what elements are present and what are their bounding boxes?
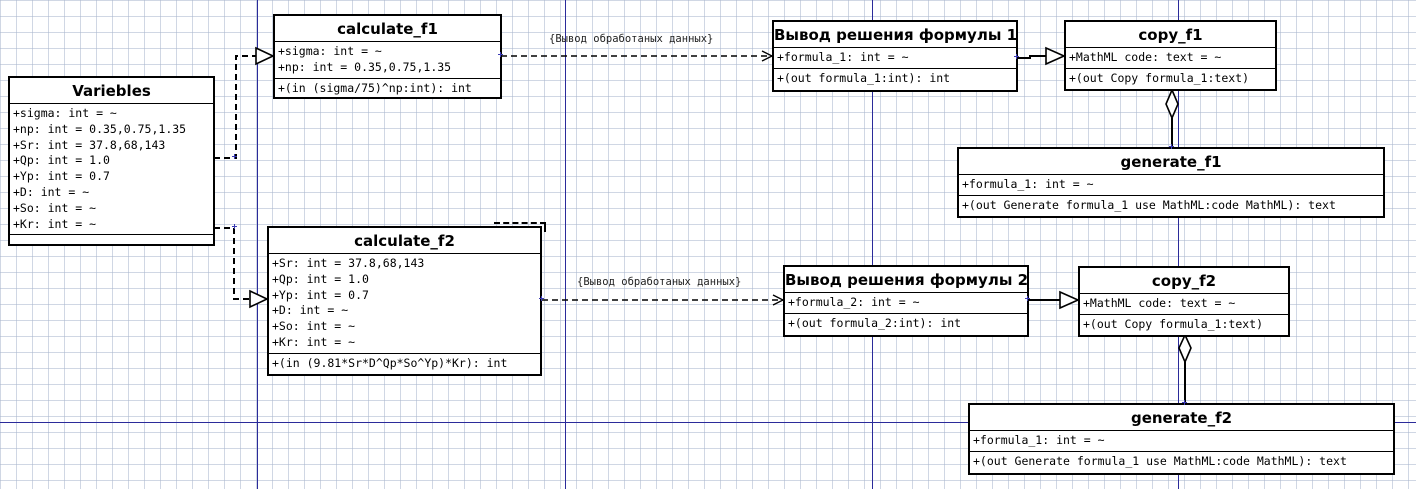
operations-section: +(out formula_2:int): int (785, 314, 1027, 334)
attributes-section: +MathML code: text = ~ (1080, 294, 1288, 315)
attributes-section: +Sr: int = 37.8,68,143 +Qp: int = 1.0 +Y… (269, 254, 540, 354)
connection-handle[interactable] (539, 296, 544, 301)
connection-handle[interactable] (1014, 54, 1019, 59)
connection-handle[interactable] (1182, 400, 1187, 405)
attributes-section: +formula_1: int = ~ (959, 175, 1383, 196)
guide-line-horizontal (0, 422, 1416, 423)
operation-row: +(out Generate formula_1 use MathML:code… (973, 453, 1347, 468)
attribute-row: +np: int = 0.35,0.75,1.35 (13, 121, 187, 136)
operations-section: +(out Copy formula_1:text) (1080, 315, 1288, 335)
realization-varibles-calculate-f1[interactable] (214, 46, 275, 159)
attributes-section: +sigma: int = ~ +np: int = 0.35,0.75,1.3… (10, 104, 213, 236)
class-name: Вывод решения формулы 2 (785, 267, 1028, 293)
class-name: calculate_f2 (269, 228, 540, 254)
class-name: Вывод решения формулы 1 (774, 22, 1017, 48)
attribute-row: +Kr: int = ~ (272, 334, 356, 349)
operation-row: +(out Generate formula_1 use MathML:code… (962, 197, 1336, 212)
operations-section (10, 235, 213, 239)
aggregation-copy-f1-generate-f1[interactable] (1165, 87, 1179, 148)
connection-handle[interactable] (1025, 296, 1030, 301)
aggregation-copy-f2-generate-f2[interactable] (1178, 333, 1192, 404)
dependency-label-f1: {Вывод обработаных данных} (549, 33, 714, 45)
guide-line-vertical (565, 0, 566, 489)
generalization-output-f1-copy-f1[interactable] (1017, 46, 1066, 66)
attribute-row: +Qp: int = 1.0 (272, 271, 369, 286)
attribute-row: +MathML code: text = ~ (1083, 296, 1236, 310)
class-name: copy_f1 (1066, 22, 1275, 48)
operation-row: +(out Copy formula_1:text) (1083, 316, 1264, 331)
class-varibles[interactable]: Varieblеs +sigma: int = ~ +np: int = 0.3… (8, 76, 215, 246)
class-output-f1[interactable]: Вывод решения формулы 1 +formula_1: int … (772, 20, 1018, 92)
attributes-section: +MathML code: text = ~ (1066, 48, 1275, 69)
attribute-row: +formula_2: int = ~ (788, 295, 920, 309)
attribute-row: +formula_1: int = ~ (777, 50, 909, 64)
attribute-row: +Sr: int = 37.8,68,143 (13, 137, 166, 152)
class-calculate-f1[interactable]: calculate_f1 +sigma: int = ~ +np: int = … (273, 14, 502, 99)
operations-section: +(out Copy formula_1:text) (1066, 69, 1275, 89)
operations-section: +(in (sigma/75)^np:int): int (275, 79, 500, 99)
attributes-section: +formula_2: int = ~ (785, 293, 1027, 314)
attributes-section: +sigma: int = ~ +np: int = 0.35,0.75,1.3… (275, 42, 500, 79)
operations-section: +(out formula_1:int): int (774, 69, 1016, 89)
connection-handle[interactable] (1169, 144, 1174, 149)
connection-handle[interactable] (232, 154, 237, 159)
attribute-row: +sigma: int = ~ (278, 44, 382, 58)
class-name: generate_f1 (959, 149, 1383, 175)
operation-row: +(out formula_1:int): int (777, 70, 951, 85)
attribute-row: +formula_1: int = ~ (962, 177, 1094, 191)
attribute-row: +formula_1: int = ~ (973, 433, 1105, 447)
class-name: calculate_f1 (275, 16, 500, 42)
dependency-label-f2: {Вывод обработаных данных} (577, 276, 742, 288)
attributes-section: +formula_1: int = ~ (970, 431, 1393, 452)
attribute-row: +Yp: int = 0.7 (272, 287, 369, 302)
guide-line-vertical (1178, 0, 1179, 489)
class-generate-f1[interactable]: generate_f1 +formula_1: int = ~ +(out Ge… (957, 147, 1385, 218)
operation-row: +(in (sigma/75)^np:int): int (278, 80, 472, 95)
class-output-f2[interactable]: Вывод решения формулы 2 +formula_2: int … (783, 265, 1029, 337)
operation-row: +(in (9.81*Sr*D^Qp*So^Yp)*Kr): int (272, 355, 508, 370)
class-name: Varieblеs (10, 78, 213, 104)
class-copy-f2[interactable]: copy_f2 +MathML code: text = ~ +(out Cop… (1078, 266, 1290, 337)
attribute-row: +Yp: int = 0.7 (13, 169, 110, 184)
attribute-row: +Qp: int = 1.0 (13, 153, 110, 168)
class-generate-f2[interactable]: generate_f2 +formula_1: int = ~ +(out Ge… (968, 403, 1395, 475)
generalization-output-f2-copy-f2[interactable] (1028, 290, 1080, 310)
attribute-row: +So: int = ~ (13, 200, 97, 215)
operation-row: +(out formula_2:int): int (788, 315, 962, 330)
operation-row: +(out Copy formula_1:text) (1069, 70, 1250, 85)
attribute-row: +D: int = ~ (272, 303, 349, 318)
class-name: copy_f2 (1080, 268, 1288, 294)
attribute-row: +Kr: int = ~ (13, 216, 97, 231)
attribute-row: +sigma: int = ~ (13, 106, 117, 120)
attribute-row: +MathML code: text = ~ (1069, 50, 1222, 64)
attribute-row: +D: int = ~ (13, 184, 90, 199)
attribute-row: +np: int = 0.35,0.75,1.35 (278, 59, 452, 74)
operations-section: +(out Generate formula_1 use MathML:code… (970, 452, 1393, 472)
guide-line-vertical (872, 0, 873, 489)
guide-line-vertical (257, 0, 258, 489)
dashed-context-box (494, 222, 546, 232)
connection-handle[interactable] (498, 52, 503, 57)
connection-handle[interactable] (232, 224, 237, 229)
attribute-row: +So: int = ~ (272, 319, 356, 334)
realization-varibles-calculate-f2[interactable] (214, 227, 269, 309)
attributes-section: +formula_1: int = ~ (774, 48, 1016, 69)
operations-section: +(out Generate formula_1 use MathML:code… (959, 196, 1383, 216)
class-name: generate_f2 (970, 405, 1393, 431)
operations-section: +(in (9.81*Sr*D^Qp*So^Yp)*Kr): int (269, 354, 540, 374)
class-calculate-f2[interactable]: calculate_f2 +Sr: int = 37.8,68,143 +Qp:… (267, 226, 542, 376)
attribute-row: +Sr: int = 37.8,68,143 (272, 256, 425, 270)
class-copy-f1[interactable]: copy_f1 +MathML code: text = ~ +(out Cop… (1064, 20, 1277, 91)
